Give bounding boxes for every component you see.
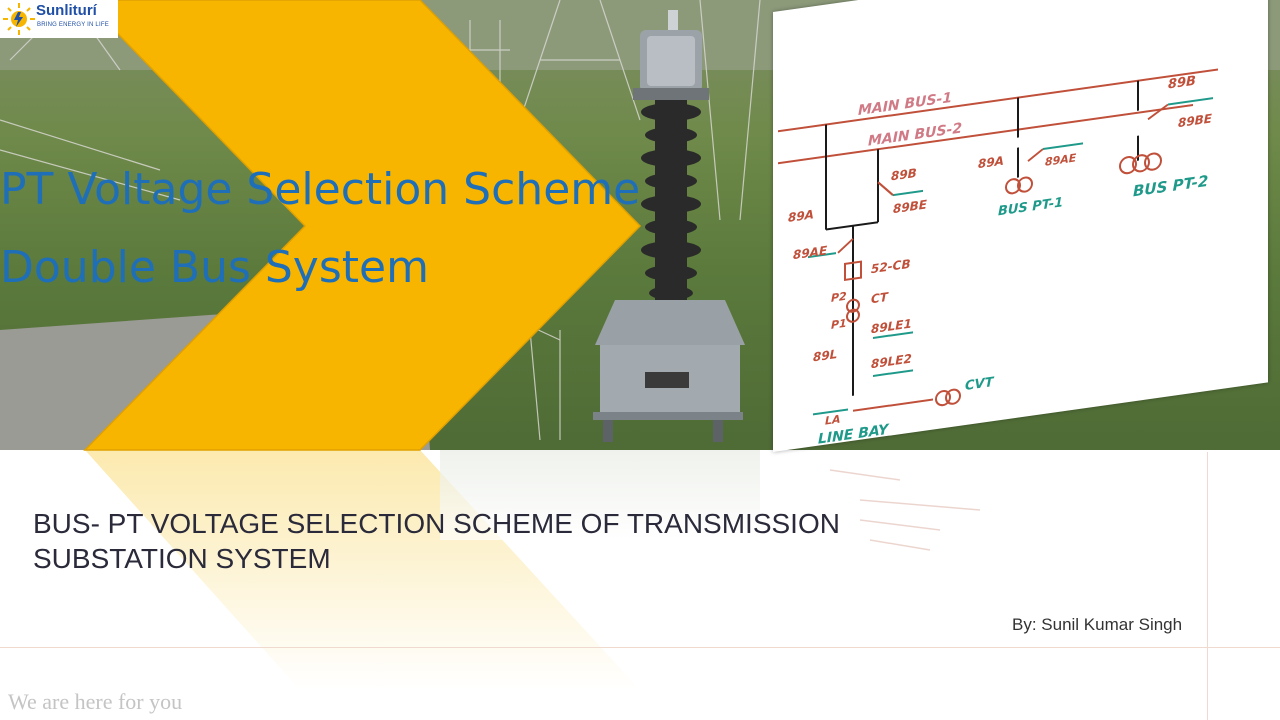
label-89be: 89BE	[893, 197, 928, 216]
footer-slogan: We are here for you	[8, 689, 183, 714]
label-89l: 89L	[813, 347, 837, 364]
circuit-breaker-symbol	[844, 260, 862, 282]
sun-logo-icon	[3, 3, 35, 35]
label-cvt: CVT	[965, 375, 995, 394]
main-bus-2-label: MAIN BUS-2	[868, 120, 962, 149]
title-line-1: PT Voltage Selection Scheme	[0, 164, 641, 215]
bus-pt-1-89ae-label: 89AE	[1045, 151, 1077, 168]
bus-pt-2-89b-label: 89B	[1168, 74, 1196, 93]
bus-pt-1-89a-label: 89A	[978, 154, 1004, 172]
potential-transformer	[593, 10, 745, 442]
yellow-chevron	[83, 0, 642, 451]
label-89le1: 89LE1	[871, 317, 912, 337]
title-line-2: Double Bus System	[0, 242, 429, 293]
bus-pt-2-89be-label: 89BE	[1178, 111, 1213, 130]
single-line-diagram: MAIN BUS-1 MAIN BUS-2	[778, 68, 1218, 448]
main-bus-1-label: MAIN BUS-1	[858, 90, 952, 119]
footer-divider	[0, 647, 1280, 648]
right-divider	[1207, 452, 1208, 720]
main-bus-1-line	[778, 68, 1218, 133]
bus-pt-2-label: BUS PT-2	[1133, 172, 1208, 200]
label-ct: CT	[871, 290, 890, 307]
label-52-cb: 52-CB	[871, 257, 911, 276]
logo-name: Sunliturí	[36, 2, 97, 19]
label-la: LA	[825, 413, 841, 428]
bus-pt-1-label: BUS PT-1	[998, 195, 1063, 219]
author-byline: By: Sunil Kumar Singh	[1012, 615, 1183, 634]
whiteboard-diagram: MAIN BUS-1 MAIN BUS-2	[773, 0, 1268, 453]
slide-subtitle: BUS- PT VOLTAGE SELECTION SCHEME OF TRAN…	[33, 508, 840, 574]
label-p1: P1	[831, 317, 847, 332]
label-89a: 89A	[788, 207, 814, 225]
label-89b: 89B	[891, 166, 917, 184]
label-89ae: 89AE	[793, 243, 828, 262]
label-89le2: 89LE2	[871, 352, 912, 372]
label-p2: P2	[831, 290, 847, 305]
main-bus-2-line	[778, 103, 1193, 165]
company-logo: Sunliturí BRING ENERGY IN LIFE	[0, 0, 118, 38]
logo-tagline: BRING ENERGY IN LIFE	[37, 22, 109, 28]
